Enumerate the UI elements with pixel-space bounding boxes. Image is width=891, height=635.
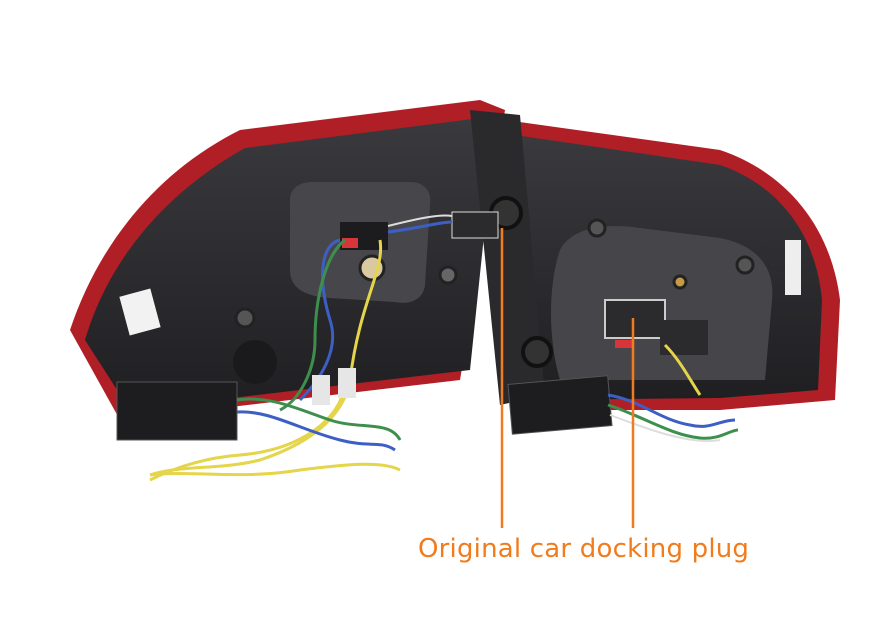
center-plug [451, 211, 499, 239]
docking-socket-lower [521, 336, 553, 368]
wire-yellow-left-2 [149, 384, 347, 482]
right-connector [604, 299, 666, 339]
mount-stud-4 [735, 255, 755, 275]
center-pillar [470, 110, 545, 405]
wire-blue-right [607, 393, 736, 428]
wire-blue-box [236, 410, 396, 452]
mount-stud-1 [438, 265, 458, 285]
wire-white-right [609, 414, 721, 442]
wire-green-left [279, 238, 346, 412]
left-control-box [116, 381, 238, 441]
wire-white-center [387, 214, 453, 227]
wire-yellow-right [663, 343, 702, 396]
mount-stud-3 [672, 274, 688, 290]
right-control-box [507, 375, 613, 435]
wire-yellow-left [149, 239, 383, 477]
barcode-label [785, 240, 801, 295]
mount-stud-5 [587, 218, 607, 238]
label-sticker [119, 288, 161, 336]
wire-yellow-tail [149, 462, 401, 477]
wire-green-box [236, 397, 402, 441]
mount-stud-2 [234, 307, 256, 329]
grommet [233, 340, 277, 384]
wire-blue-center [387, 220, 453, 234]
docking-plug-caption: Original car docking plug [418, 534, 750, 564]
